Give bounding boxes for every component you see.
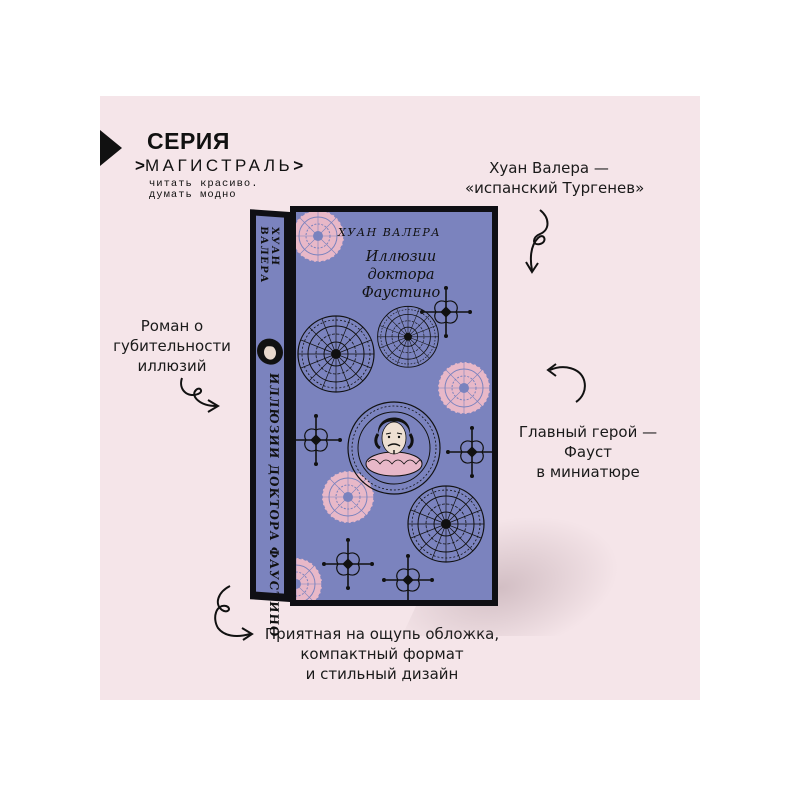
series-logo: СЕРИЯ >МАГИСТРАЛЬ> читать красиво. думат… [100,128,340,218]
curly-arrow-icon [546,363,586,403]
spine-portrait-icon [257,337,283,366]
cover-title-line1: Иллюзии [365,249,437,265]
callout-hero: Главный герой — Фауст в миниатюре [518,422,658,482]
callout-line: и стильный дизайн [305,665,459,683]
book-spine: ХУАН ВАЛЕРА ИЛЛЮЗИИ ДОКТОРА ФАУСТИНО [250,209,290,638]
series-tagline-line2: думать модно [149,189,237,201]
chevron-right-icon: > [293,156,304,175]
callout-line: Роман о [140,317,204,335]
portrait-medallion [347,401,441,495]
callout-line: Главный герой — [518,423,658,441]
callout-line: в миниатюре [536,463,640,481]
promo-panel: СЕРИЯ >МАГИСТРАЛЬ> читать красиво. думат… [100,96,700,700]
series-brand-text: МАГИСТРАЛЬ [144,156,294,175]
curly-arrow-icon [214,585,254,641]
callout-cover-feel: Приятная на ощупь обложка, компактный фо… [260,624,504,684]
series-tagline: читать красиво. думать модно [149,179,259,201]
book: ХУАН ВАЛЕРА ИЛЛЮЗИИ ДОКТОРА ФАУСТИНО [250,206,500,638]
callout-line: Хуан Валера — [489,159,609,177]
spine-title: ИЛЛЮЗИИ ДОКТОРА ФАУСТИНО [267,372,281,638]
curly-arrow-icon [525,209,549,274]
callout-line: иллюзий [137,357,207,375]
spine-author: ХУАН ВАЛЕРА [258,225,280,285]
cover-author: ХУАН ВАЛЕРА [338,226,442,239]
series-label: СЕРИЯ [147,128,230,154]
chevron-right-icon: > [135,156,145,175]
series-arrow-icon [100,130,122,166]
book-cover: ХУАН ВАЛЕРА Иллюзии доктора Фаустино [290,206,498,606]
callout-author: Хуан Валера — «испанский Тургенев» [465,158,645,198]
callout-line: губительности [113,337,231,355]
curly-arrow-icon [180,377,220,413]
callout-line: Фауст [564,443,612,461]
callout-novel: Роман о губительности иллюзий [108,316,236,376]
book-spine-face: ХУАН ВАЛЕРА ИЛЛЮЗИИ ДОКТОРА ФАУСТИНО [256,215,284,638]
cover-title-line2: доктора Фаустино [361,267,441,301]
series-tagline-line1: читать красиво. [149,178,259,190]
callout-line: Приятная на ощупь обложка, [264,625,500,643]
cover-title: Иллюзии доктора Фаустино [326,248,476,302]
cover-ornaments [296,212,492,600]
callout-line: компактный формат [300,645,464,663]
series-brand: >МАГИСТРАЛЬ> [135,156,303,176]
book-cover-face: ХУАН ВАЛЕРА Иллюзии доктора Фаустино [296,212,492,600]
callout-line: «испанский Тургенев» [465,179,645,197]
